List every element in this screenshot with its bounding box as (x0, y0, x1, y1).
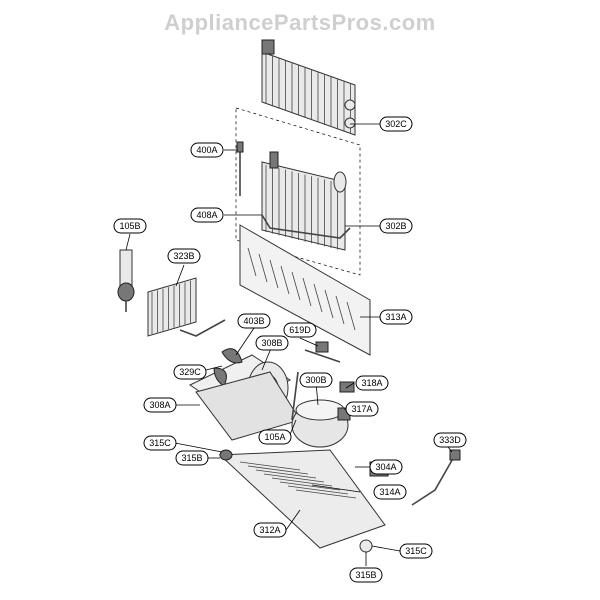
callout-312a: 312A (253, 522, 287, 538)
callout-333d: 333D (433, 432, 467, 448)
callout-label: 403B (243, 316, 264, 326)
condenser-323b (147, 277, 226, 337)
callout-315c_right: 315C (399, 543, 433, 559)
callout-bubble (399, 543, 433, 559)
callout-label: 105B (119, 221, 140, 231)
callout-302b: 302B (379, 218, 413, 234)
callout-label: 329C (179, 367, 201, 377)
valve-619d (304, 341, 341, 363)
callout-bubble (167, 248, 201, 264)
callout-bubble (433, 432, 467, 448)
callout-308b: 308B (255, 335, 289, 351)
callout-label: 315B (355, 570, 376, 580)
callout-315b_left: 315B (175, 450, 209, 466)
callout-bubble (373, 484, 407, 500)
callout-bubble (283, 322, 317, 338)
callout-315b_bottom: 315B (349, 567, 383, 583)
foot-bottom (359, 539, 373, 553)
callout-label: 323B (173, 251, 194, 261)
callout-label: 304A (375, 462, 396, 472)
harness-connector (449, 449, 461, 461)
callout-label: 315C (149, 438, 171, 448)
callout-bubble (379, 116, 413, 132)
compressor (291, 381, 355, 448)
callout-label: 315B (181, 453, 202, 463)
drier-105b (117, 249, 135, 312)
callout-bubble (113, 218, 147, 234)
callout-label: 105A (264, 432, 285, 442)
callout-bubble (190, 207, 224, 223)
callout-317a: 317A (345, 401, 379, 417)
callout-bubble (369, 459, 403, 475)
callout-bubble (175, 450, 209, 466)
evaporator-top (261, 39, 356, 136)
leader-lines (125, 123, 453, 566)
callout-302c: 302C (379, 116, 413, 132)
callout-label: 314A (379, 487, 400, 497)
callout-label: 302C (385, 119, 407, 129)
callout-315c_left: 315C (143, 435, 177, 451)
callout-label: 308A (149, 400, 170, 410)
callout-bubble (143, 397, 177, 413)
callout-bubble (299, 372, 333, 388)
callout-label: 302B (385, 221, 406, 231)
callout-bubble (355, 375, 389, 391)
callout-label: 317A (351, 404, 372, 414)
callout-318a: 318A (355, 375, 389, 391)
foot-left (219, 449, 233, 461)
callout-bubble (237, 313, 271, 329)
pipe-105a (291, 371, 299, 421)
callout-bubble (255, 335, 289, 351)
callout-label: 308B (261, 338, 282, 348)
callout-label: 313A (385, 312, 406, 322)
evaporator-middle (261, 151, 347, 251)
evaporator-cover (239, 224, 371, 356)
callout-619d: 619D (283, 322, 317, 338)
callout-408a: 408A (190, 207, 224, 223)
callout-bubble (253, 522, 287, 538)
callout-bubble (349, 567, 383, 583)
callout-314a: 314A (373, 484, 407, 500)
callout-400a: 400A (190, 142, 224, 158)
callout-bubble (190, 142, 224, 158)
callout-bubble (173, 364, 207, 380)
callout-bubble (379, 309, 413, 325)
defrost-heater (261, 214, 351, 239)
callout-label: 400A (196, 145, 217, 155)
callout-300b: 300B (299, 372, 333, 388)
callout-bubble (143, 435, 177, 451)
watermark: AppliancePartsPros.com (164, 10, 436, 35)
callout-label: 333D (439, 435, 461, 445)
base-plate (218, 449, 386, 549)
callout-bubble (345, 401, 379, 417)
callout-label: 619D (289, 325, 311, 335)
callout-105b: 105B (113, 218, 147, 234)
callout-label: 300B (305, 375, 326, 385)
callout-308a: 308A (143, 397, 177, 413)
callout-label: 318A (361, 378, 382, 388)
callout-403b: 403B (237, 313, 271, 329)
callout-label: 312A (259, 525, 280, 535)
callout-bubble (379, 218, 413, 234)
callout-105a: 105A (258, 429, 292, 445)
harness-333d (411, 454, 456, 506)
callout-313a: 313A (379, 309, 413, 325)
callout-323b: 323B (167, 248, 201, 264)
callout-label: 408A (196, 210, 217, 220)
callout-bubble (258, 429, 292, 445)
sensor-400a (236, 141, 244, 196)
callout-329c: 329C (173, 364, 207, 380)
callout-label: 315C (405, 546, 427, 556)
callout-304a: 304A (369, 459, 403, 475)
assembly-outline (235, 107, 361, 276)
